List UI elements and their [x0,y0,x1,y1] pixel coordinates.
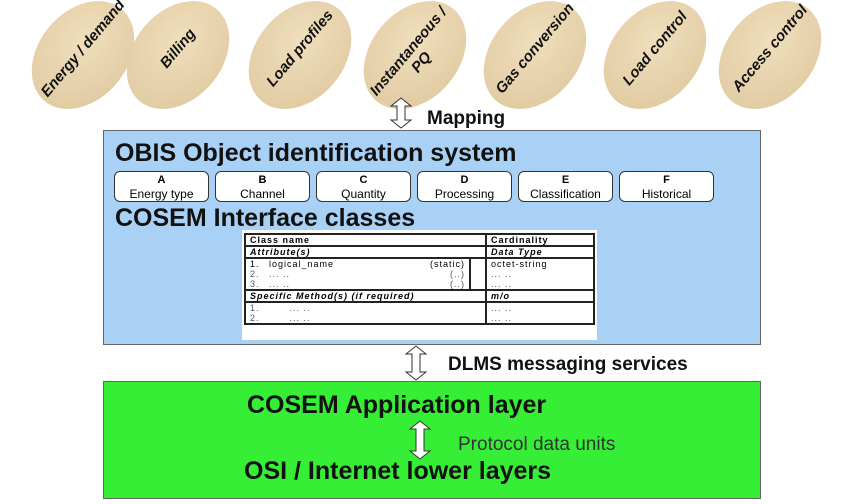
attribute-name: ... .. [269,279,291,289]
attributes-header: Attribute(s) [244,245,487,259]
row-index: 1. [250,303,260,313]
obis-field-letter: E [561,174,570,186]
methods-header: Specific Method(s) (if required) [244,289,487,303]
attribute-name: logical_name [269,259,335,269]
obis-field-name: Historical [641,187,692,201]
mapping-double-arrow-icon [389,97,413,129]
mo-header: m/o [484,289,596,303]
row-index: 2. [250,313,260,323]
method-mo: ... .. [484,313,596,325]
mapping-label: Mapping [427,108,506,129]
obis-field-name: Quantity [341,187,386,201]
data-type-header: Data Type [484,245,596,259]
application-ellipse [227,0,373,130]
method-name: ... .. [289,313,311,323]
dlms-label: DLMS messaging services [448,354,688,375]
obis-field-letter: A [157,174,166,186]
row-index: 1. [250,259,260,269]
attribute-static: (..) [450,279,465,289]
pdu-double-arrow-icon [408,420,432,460]
obis-field-name: Classification [530,187,601,201]
attribute-static: (..) [450,269,465,279]
obis-field-name: Processing [434,187,495,201]
method-name: ... .. [289,303,311,313]
application-ellipse [582,0,728,130]
application-layer-title: COSEM Application layer [247,391,547,419]
method-mo: ... .. [484,302,596,313]
obis-field-name: Energy type [129,187,194,201]
attribute-row: 1. logical_name (static) octet-string [244,258,596,269]
obis-field-letter: D [460,174,469,186]
pdu-label: Protocol data units [458,434,616,455]
attribute-row: 2. ... .. (..) ... .. [244,269,596,279]
attribute-type: octet-string [484,258,596,269]
application-ellipse [697,0,843,130]
class-name-header: Class name [244,233,487,247]
obis-field-letter: B [258,174,267,186]
lower-layers-title: OSI / Internet lower layers [244,457,552,485]
attribute-type: ... .. [484,279,596,290]
cosem-title: COSEM Interface classes [115,204,416,232]
obis-field-letter: F [663,174,670,186]
dlms-double-arrow-icon [404,345,428,381]
protocol-layers-box: COSEM Application layer Protocol data un… [103,381,761,499]
obis-field-letter: C [359,174,368,186]
method-row: 1. ... .. ... .. [244,302,596,313]
row-index: 2. [250,269,260,279]
cardinality-header: Cardinality [484,233,596,247]
method-row: 2. ... .. ... .. [244,313,596,325]
obis-field-name: Channel [240,187,285,201]
attribute-name: ... .. [269,269,291,279]
attribute-static: (static) [430,259,465,269]
obis-title: OBIS Object identification system [115,139,517,167]
attribute-row: 3. ... .. (..) ... .. [244,279,596,290]
attribute-type: ... .. [484,269,596,279]
row-index: 3. [250,279,260,289]
